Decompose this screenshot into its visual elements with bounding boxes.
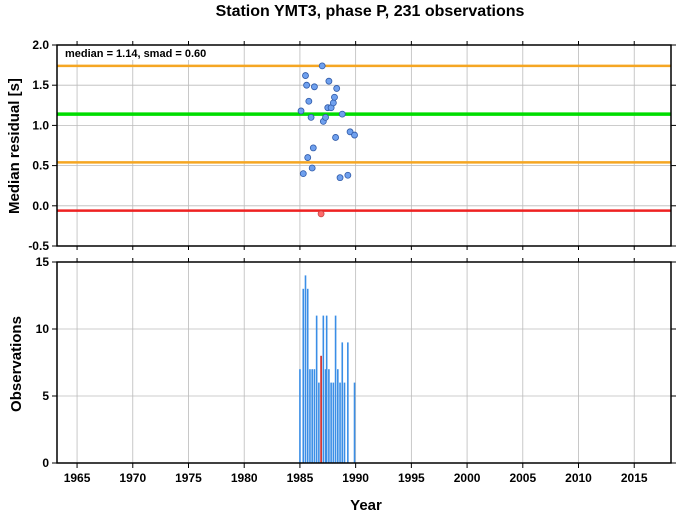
bar [343,382,346,463]
data-point [338,110,346,118]
x-tick-label: 1990 [342,471,369,485]
data-point [325,77,333,85]
bar [322,315,325,463]
x-tick-label: 1965 [64,471,91,485]
bottom-y-tick-label: 0 [42,456,49,470]
bar [341,342,344,463]
data-point [307,113,315,121]
bar [328,369,330,463]
bar [332,382,335,463]
data-point [331,93,338,101]
bar [324,369,327,463]
x-tick-label: 1995 [398,471,425,485]
top-y-tick-label: 1.5 [32,78,49,92]
top-y-tick-label: 1.0 [32,118,49,132]
x-tick-label: 1975 [175,471,202,485]
bar [318,382,320,463]
data-point [299,170,307,178]
top-y-tick-label: 2.0 [32,38,49,52]
top-panel: -0.5 0.0 0.5 1.0 1.5 2.0 [28,38,676,253]
top-y-tick-label: 0.0 [32,199,49,213]
x-tick-label: 2015 [621,471,648,485]
bar [302,288,305,463]
bar [306,288,309,463]
data-point [329,99,337,107]
annotation-box: median = 1.14, smad = 0.60 [61,46,231,60]
bottom-y-tick-label: 10 [36,322,50,336]
outlier-point [317,210,325,218]
bar [304,275,307,463]
bottom-y-tick-label: 5 [42,389,49,403]
x-tick-label: 2005 [509,471,536,485]
data-point [297,107,305,115]
bar [347,342,349,463]
top-y-tick-label: 0.5 [32,159,49,173]
x-tick-label: 2010 [565,471,592,485]
data-point [318,62,326,70]
x-axis-label: Year [350,497,382,511]
x-tick-label: 1980 [231,471,258,485]
bar [325,315,328,463]
bottom-panel: 0 5 10 15 1965 1970 1975 1980 1985 1990 1995 2000 20… [36,255,676,485]
bottom-y-axis-label: Observations [8,316,25,412]
x-tick-label: 2000 [454,471,481,485]
top-y-axis-label: Median residual [s] [6,78,23,214]
stats-annotation: median = 1.14, smad = 0.60 [65,48,206,60]
bar [299,369,301,463]
bar [339,382,341,463]
data-point [304,154,312,161]
x-tick-label: 1970 [119,471,146,485]
x-tick-label: 1985 [287,471,314,485]
bar [309,369,311,463]
data-point [332,134,339,141]
bar [313,369,316,463]
bar [334,315,337,463]
top-panel-frame [56,44,672,247]
data-point [308,164,316,172]
bar [311,369,313,463]
top-y-tick-label: -0.5 [28,239,49,253]
data-point [302,72,309,79]
data-point [351,131,358,139]
bar-highlight [320,355,322,463]
bottom-panel-frame [56,261,672,464]
data-point [333,85,341,92]
bar [337,369,339,463]
bar [353,382,356,463]
bar [330,382,332,463]
bar [315,315,318,463]
data-point [336,174,344,182]
data-point [305,97,313,105]
chart-title: Station YMT3, phase P, 231 observations [216,3,525,20]
data-point [346,128,354,136]
data-point [322,113,329,121]
data-point [311,83,318,91]
data-point [303,81,311,89]
data-point [344,171,352,179]
data-point [309,144,317,152]
bottom-y-tick-label: 15 [36,255,50,269]
